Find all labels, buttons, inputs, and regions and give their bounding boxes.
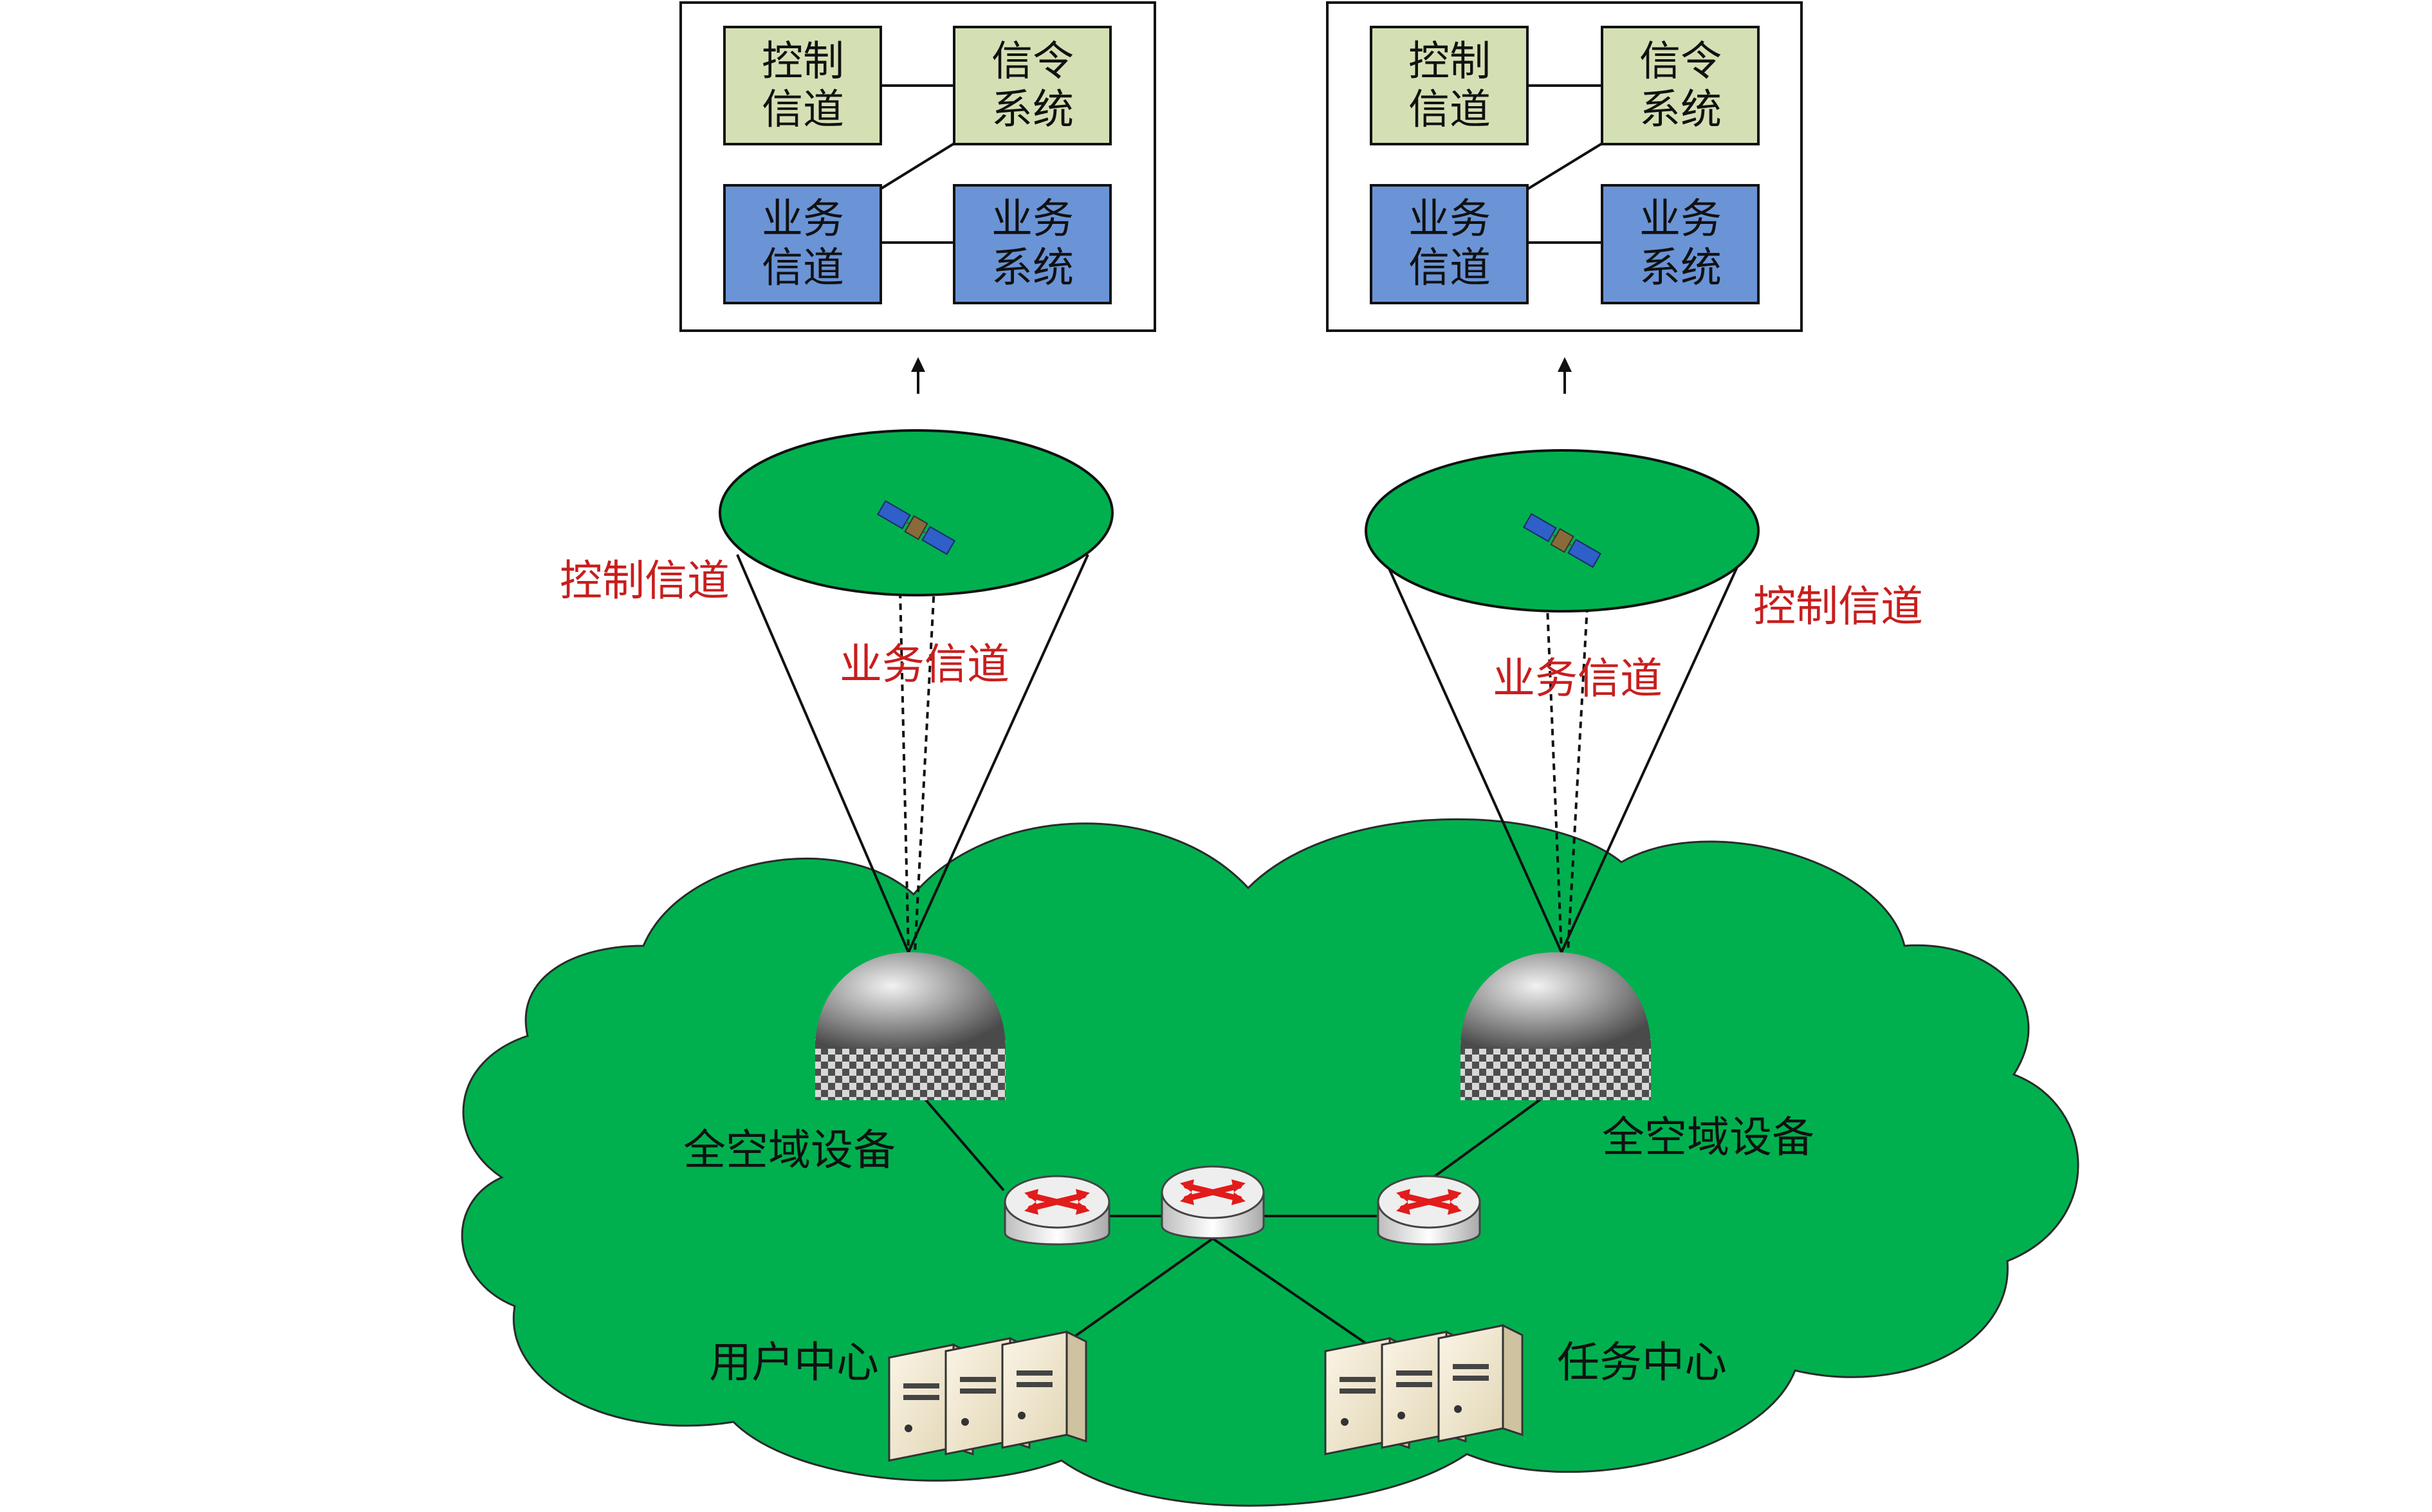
box-label-line1: 控制 [762, 38, 844, 86]
box-label-line1: 业务 [991, 196, 1074, 243]
right-system-panel: 控制 信道 信令 系统 业务 信道 业务 系统 [1326, 1, 1803, 332]
left-radome-icon [815, 952, 1006, 1100]
service-channel-box: 业务 信道 [723, 184, 882, 304]
router-left-icon [1004, 1175, 1110, 1246]
box-label-line1: 业务 [1639, 196, 1722, 243]
box-label-line2: 系统 [1639, 244, 1722, 292]
control-channel-box: 控制 信道 [723, 26, 882, 145]
user-center-servers-icon [888, 1330, 1087, 1462]
control-channel-box: 控制 信道 [1370, 26, 1529, 145]
router-right-icon [1377, 1175, 1481, 1246]
box-label-line2: 系统 [991, 86, 1074, 134]
box-label-line1: 控制 [1408, 38, 1491, 86]
box-label-line2: 信道 [1408, 244, 1491, 292]
router-center-icon [1161, 1165, 1265, 1239]
box-label-line2: 系统 [1639, 86, 1722, 134]
service-channel-box: 业务 信道 [1370, 184, 1529, 304]
left-beam [719, 429, 1114, 953]
right-station-label: 全空域设备 [1602, 1112, 1814, 1162]
service-system-box: 业务 系统 [1601, 184, 1760, 304]
right-satellite-icon [1522, 513, 1602, 568]
box-label-line2: 信道 [1408, 86, 1491, 134]
box-label-line2: 系统 [991, 244, 1074, 292]
box-label-line1: 信令 [991, 38, 1074, 86]
right-up-arrow [1558, 357, 1572, 394]
task-center-servers-icon [1324, 1323, 1524, 1455]
box-label-line1: 业务 [762, 196, 844, 243]
task-center-label: 任务中心 [1557, 1338, 1727, 1387]
right-radome-icon [1460, 952, 1651, 1100]
left-satellite-icon [876, 500, 956, 555]
left-up-arrow [911, 357, 925, 394]
right-control-channel-label: 控制信道 [1753, 582, 1923, 631]
box-label-line1: 信令 [1639, 38, 1722, 86]
left-service-channel-label: 业务信道 [840, 640, 1009, 689]
left-system-panel: 控制 信道 信令 系统 业务 信道 业务 系统 [679, 1, 1156, 332]
box-label-line2: 信道 [762, 86, 844, 134]
left-station-label: 全空域设备 [683, 1125, 896, 1175]
user-center-label: 用户中心 [709, 1338, 879, 1387]
signaling-system-box: 信令 系统 [953, 26, 1112, 145]
left-control-channel-label: 控制信道 [560, 556, 730, 605]
right-service-channel-label: 业务信道 [1493, 654, 1663, 703]
service-system-box: 业务 系统 [953, 184, 1112, 304]
signaling-system-box: 信令 系统 [1601, 26, 1760, 145]
box-label-line2: 信道 [762, 244, 844, 292]
box-label-line1: 业务 [1408, 196, 1491, 243]
